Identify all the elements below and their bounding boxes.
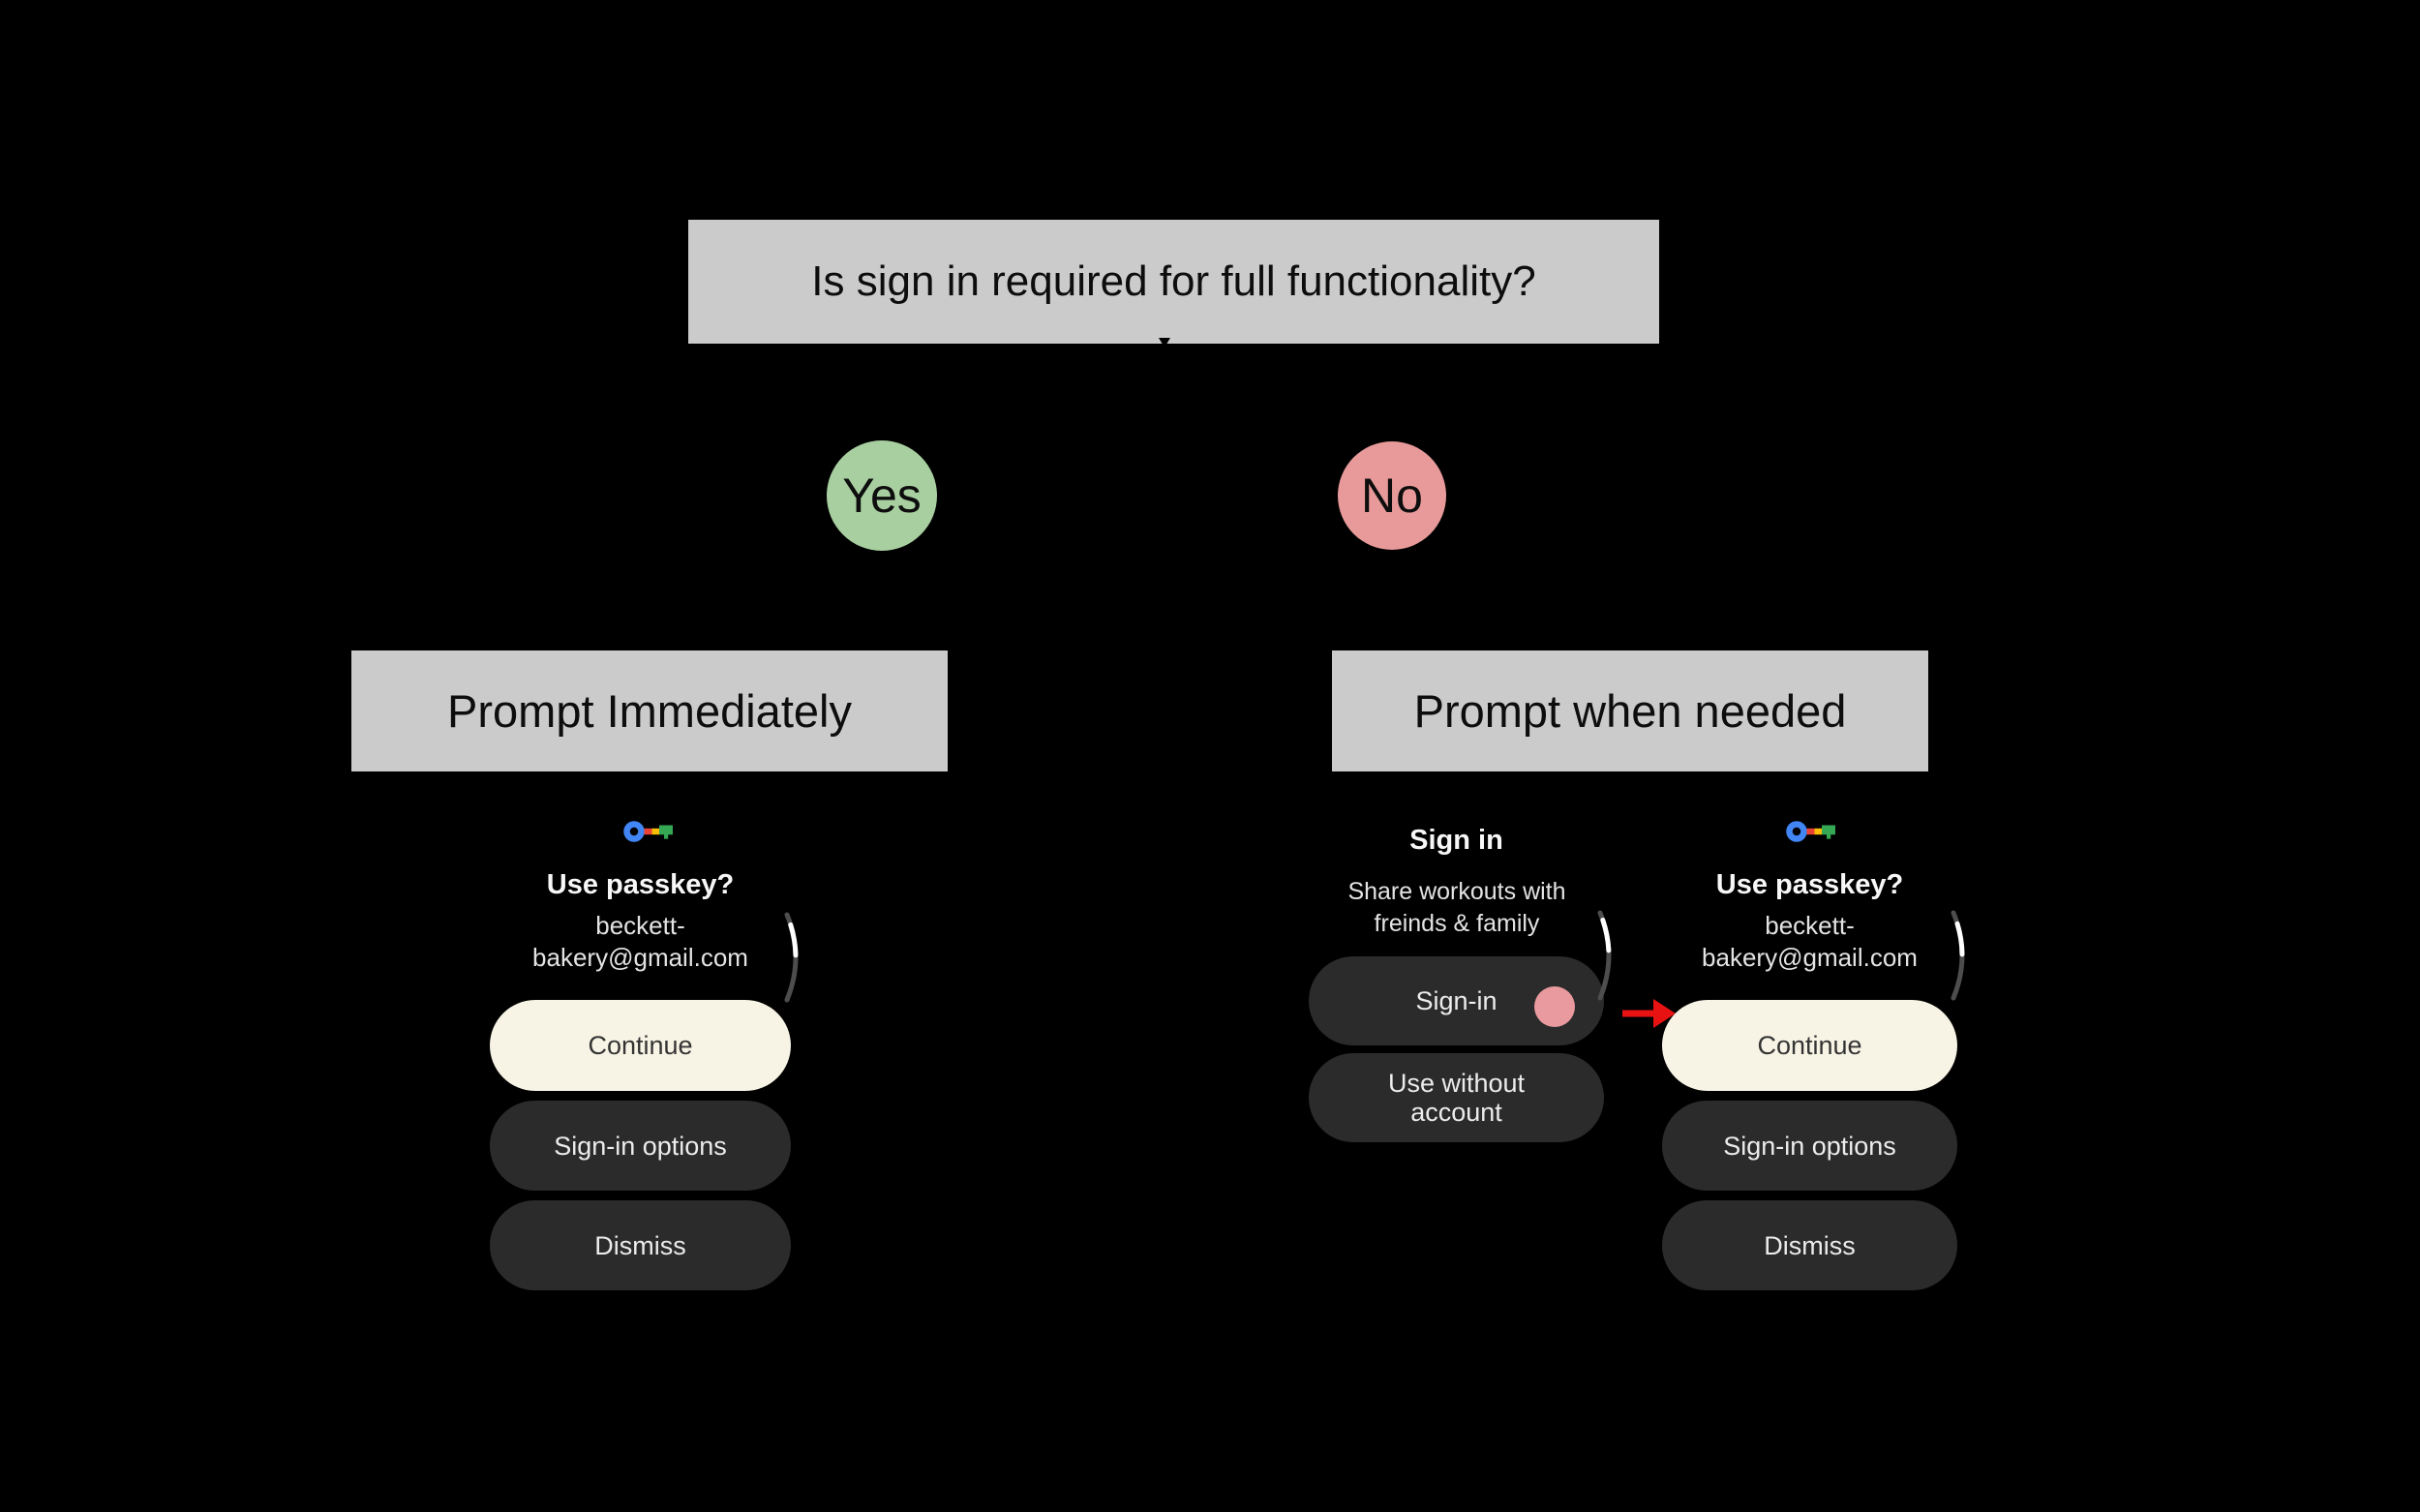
no-label: No [1361, 469, 1423, 523]
passkey-title: Use passkey? [546, 869, 735, 900]
continue-label: Continue [1757, 1031, 1862, 1060]
scroll-indicator[interactable] [1595, 909, 1620, 1002]
passkey-email-line1: beckett- [595, 911, 685, 940]
prompt-immediately-text: Prompt Immediately [447, 685, 852, 737]
signin-button-label: Sign-in [1415, 986, 1497, 1015]
scroll-indicator[interactable] [782, 911, 807, 1004]
question-text: Is sign in required for full functionali… [811, 257, 1536, 305]
scroll-indicator[interactable] [1949, 909, 1974, 1002]
signin-subtitle-line1: Share workouts with [1347, 878, 1566, 905]
dismiss-button[interactable]: Dismiss [490, 1200, 791, 1290]
passkey-key-icon [623, 821, 673, 842]
prompt-immediately-box: Prompt Immediately [351, 650, 948, 771]
tap-indicator [1534, 986, 1575, 1027]
connector-tip-mark [1159, 338, 1170, 348]
use-without-label-line2: account [1410, 1098, 1502, 1127]
continue-button[interactable]: Continue [490, 1000, 791, 1091]
connector-tip-mark [645, 645, 654, 654]
dismiss-button[interactable]: Dismiss [1662, 1200, 1957, 1290]
signin-options-button[interactable]: Sign-in options [490, 1101, 791, 1191]
passkey-email-line2: bakery@gmail.com [532, 943, 748, 972]
dismiss-label: Dismiss [1764, 1230, 1856, 1260]
passkey-email-line2: bakery@gmail.com [1702, 943, 1918, 972]
no-node: No [1338, 441, 1446, 550]
passkey-email: beckett- bakery@gmail.com [461, 910, 820, 974]
signin-subtitle-line2: freinds & family [1374, 910, 1540, 937]
prompt-when-needed-text: Prompt when needed [1413, 685, 1847, 737]
use-without-label-line1: Use without [1387, 1069, 1526, 1098]
signin-options-button[interactable]: Sign-in options [1662, 1101, 1957, 1191]
continue-label: Continue [588, 1031, 693, 1060]
signin-options-label: Sign-in options [1723, 1131, 1896, 1161]
passkey-key-icon [1786, 821, 1835, 842]
prompt-when-needed-box: Prompt when needed [1332, 650, 1928, 771]
dismiss-label: Dismiss [594, 1230, 686, 1260]
passkey-title: Use passkey? [1715, 869, 1904, 900]
passkey-email-line1: beckett- [1765, 911, 1855, 940]
yes-label: Yes [842, 469, 922, 523]
connector-tip-mark [1624, 641, 1636, 650]
signin-subtitle: Share workouts with freinds & family [1287, 876, 1626, 940]
use-without-account-button[interactable]: Use without account [1309, 1053, 1604, 1142]
signin-title: Sign in [1409, 825, 1503, 856]
yes-node: Yes [827, 440, 937, 551]
passkey-email: beckett- bakery@gmail.com [1633, 910, 1986, 974]
question-box: Is sign in required for full functionali… [688, 220, 1659, 344]
continue-button[interactable]: Continue [1662, 1000, 1957, 1091]
signin-options-label: Sign-in options [554, 1131, 727, 1161]
transition-arrow-icon [1622, 999, 1676, 1028]
